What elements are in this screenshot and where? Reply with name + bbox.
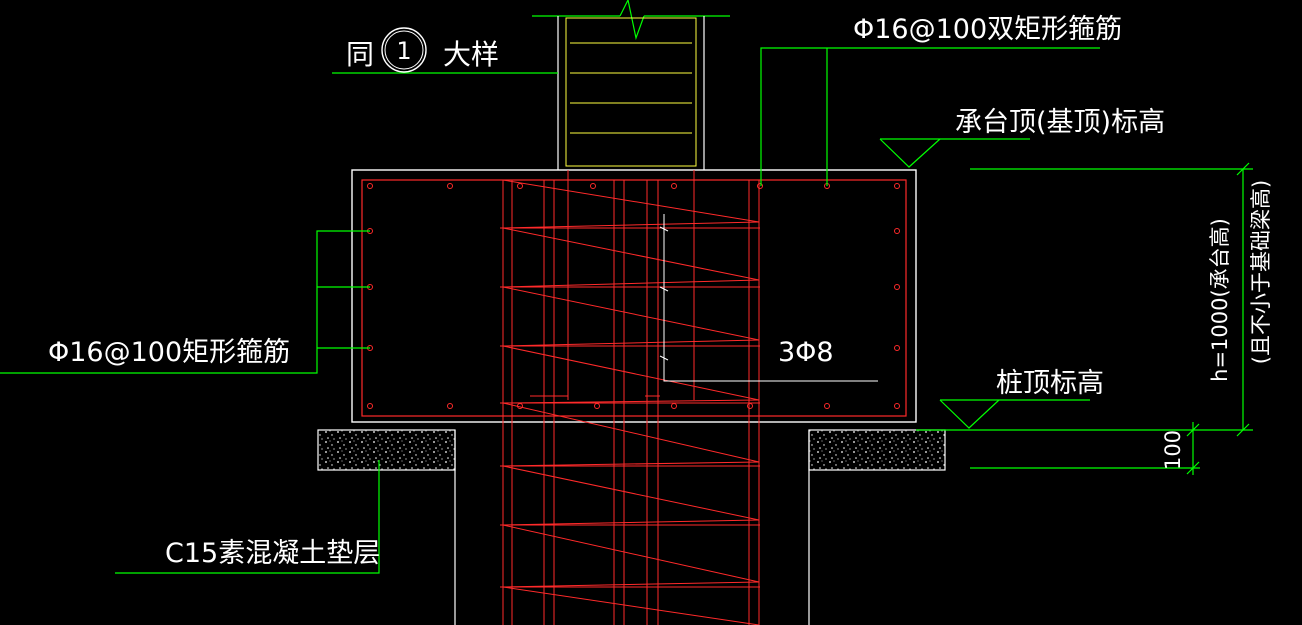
detail-number-circle (381, 27, 427, 73)
label-pile-top: 桩顶标高 (916, 368, 1253, 431)
detail-prefix-text: 同 (346, 38, 374, 71)
double-stirrup-text: Φ16@100双矩形箍筋 (853, 14, 1122, 45)
pile-top-elevation-symbol (939, 399, 1000, 429)
column-ties (570, 42, 692, 134)
dimension-cushion: 100 (970, 422, 1200, 475)
pile-cap-rebar-dots (367, 183, 900, 409)
cap-top-elevation-text: 承台顶(基顶)标高 (955, 107, 1165, 138)
cushion-text: C15素混凝土垫层 (165, 538, 380, 569)
column (532, 0, 730, 170)
rebar-3phi8-text: 3Φ8 (778, 337, 834, 368)
pile-top-elevation-text: 桩顶标高 (996, 368, 1104, 399)
dim-height-line2: (且不小于基础梁高) (1249, 180, 1273, 364)
dimension-height: h=1000(承台高) (且不小于基础梁高) (1208, 162, 1273, 437)
pile-cap-outline (351, 169, 917, 423)
pile-cap (351, 169, 917, 423)
label-cap-top: 承台顶(基顶)标高 (879, 107, 1253, 170)
rect-stirrup-text: Φ16@100矩形箍筋 (48, 337, 290, 368)
column-break-symbol (619, 0, 645, 41)
cap-top-elevation-symbol (879, 138, 941, 168)
label-detail-ref: 同 1 大样 (332, 27, 558, 74)
column-dowel (659, 214, 878, 382)
cushion-right (808, 429, 946, 471)
label-double-stirrup: Φ16@100双矩形箍筋 (760, 14, 1122, 186)
detail-suffix-text: 大样 (443, 38, 499, 71)
pile-cap-stirrup (361, 179, 907, 417)
detail-number-text: 1 (396, 37, 411, 65)
column-stirrup-outline (565, 17, 697, 167)
dim-height-line1: h=1000(承台高) (1208, 218, 1232, 382)
label-rect-stirrup: Φ16@100矩形箍筋 (0, 230, 370, 374)
dim-cushion-text: 100 (1161, 430, 1185, 470)
label-cushion: C15素混凝土垫层 (115, 460, 380, 574)
cushion-left (317, 429, 456, 471)
pile-cage (500, 170, 760, 625)
